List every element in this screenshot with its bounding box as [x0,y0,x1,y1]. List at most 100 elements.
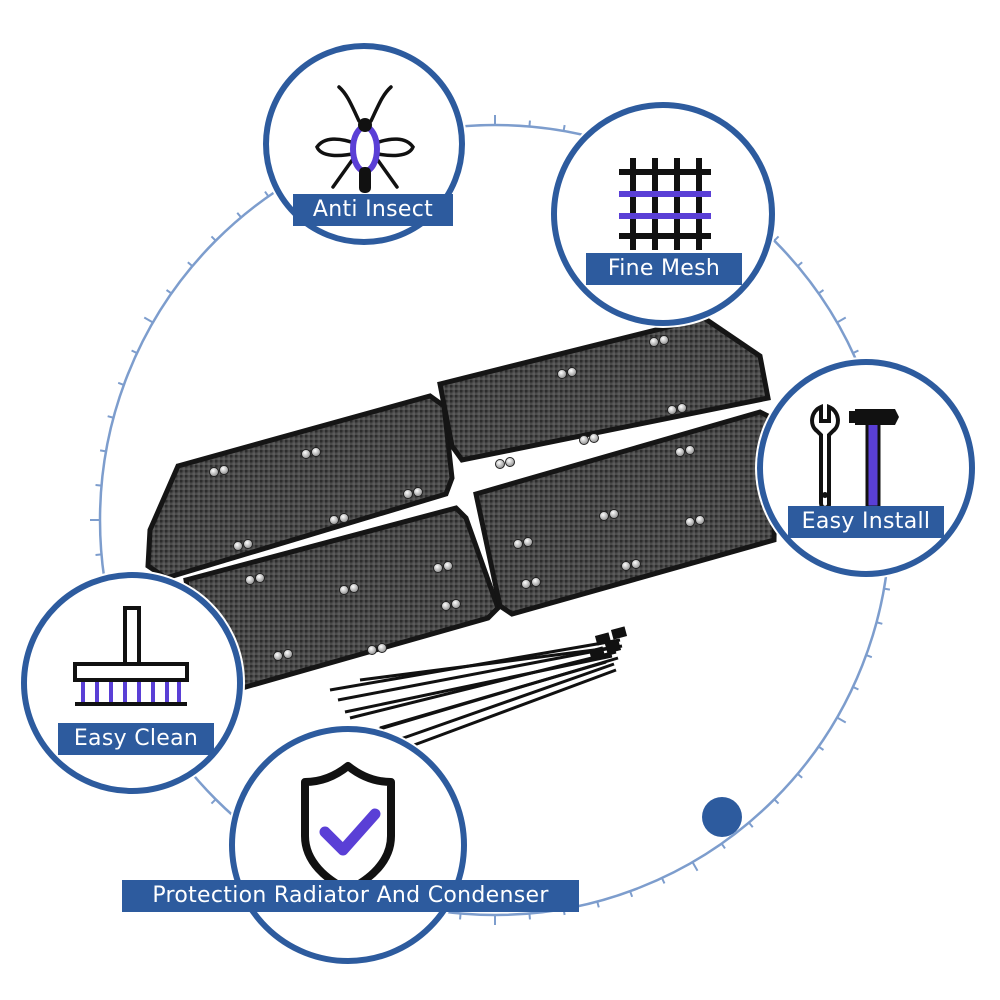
orbit-tick [117,381,125,386]
orbit-tick [165,289,173,295]
mesh-grid-icon [619,158,711,250]
easy-clean-badge [21,572,243,794]
panel-clip [301,449,311,459]
orbit-tick [773,798,780,805]
panel-clip [531,577,541,587]
orbit-tick [210,235,217,242]
easy-install-label: Easy Install [788,506,944,538]
orbit-tick [95,484,102,487]
panel-clip [377,643,387,653]
orbit-tick [691,861,699,872]
panel-clip [311,447,321,457]
orbit-tick [852,686,859,691]
panel-clip [685,445,695,455]
anti-insect-label: Anti Insect [293,194,453,226]
panel-clip [589,433,599,443]
panel-clip [495,459,505,469]
panel-clip [245,575,255,585]
orbit-tick [836,716,847,724]
mosquito-icon [315,85,415,193]
orbit-tick [773,235,780,242]
orbit-tick [264,190,270,198]
shield-check-icon [301,762,395,894]
panel-clip [441,601,451,611]
orbit-tick [876,621,883,625]
orbit-dot [702,797,742,837]
panel-clip [675,447,685,457]
panel-clip [685,517,695,527]
orbit-tick [107,415,114,419]
panel-clip [233,541,243,551]
panel-clip [219,465,229,475]
panel-clip [329,515,339,525]
orbit-tick [459,913,462,920]
orbit-tick [852,349,859,354]
orbit-tick [528,120,531,127]
panel-clip [579,435,589,445]
panel-clip [659,335,669,345]
orbit-tick [817,745,825,751]
panel-clip [339,585,349,595]
fine-mesh-badge [551,102,775,326]
fine-mesh-label: Fine Mesh [586,253,742,285]
brush-icon [73,606,189,706]
orbit-tick [99,449,107,453]
panel-clip [513,539,523,549]
panel-clip [413,487,423,497]
orbit-tick [836,316,847,324]
orbit-tick [796,261,803,267]
orbit-tick [883,587,891,591]
panel-clip [243,539,253,549]
orbit-tick [817,289,825,295]
orbit-tick [661,877,666,884]
orbit-tick [562,124,566,132]
panel-clip [451,599,461,609]
protection-label: Protection Radiator And Condenser [122,880,579,912]
panel-clip [443,561,453,571]
panel-clip [403,489,413,499]
panel-clip [433,563,443,573]
orbit-tick [796,773,803,779]
orbit-tick [748,821,754,828]
panel-clips [209,335,705,661]
mesh-panel-lower-right [473,409,779,617]
panel-clip [609,509,619,519]
orbit-tick [629,890,634,898]
orbit-tick [236,212,242,219]
panel-clip [283,649,293,659]
orbit-tick [865,654,873,659]
panel-clip [339,513,349,523]
wrench-hammer-icon [810,404,899,510]
orbit-tick [528,913,531,920]
panel-clip [209,467,219,477]
orbit-tick [596,901,600,908]
panel-clip [523,537,533,547]
panel-clip [667,405,677,415]
cable-ties [329,638,623,750]
cable-tie-heads [588,626,628,660]
protection-badge [229,726,467,964]
panel-clip [649,337,659,347]
mesh-panel-upper-left [145,393,455,581]
panel-clip [677,403,687,413]
orbit-tick [143,316,154,324]
orbit-tick [95,553,102,556]
orbit-tick [131,349,138,354]
panel-clip [255,573,265,583]
panel-clip [557,369,567,379]
easy-clean-label: Easy Clean [58,723,214,755]
panel-clip [505,457,515,467]
panel-clip [273,651,283,661]
panel-clip [621,561,631,571]
panel-clip [695,515,705,525]
panel-clip [567,367,577,377]
panel-clip [367,645,377,655]
easy-install-badge [757,359,975,577]
panel-clip [631,559,641,569]
panel-clip [521,579,531,589]
panel-clip [349,583,359,593]
panel-clip [599,511,609,521]
orbit-tick [210,798,217,805]
